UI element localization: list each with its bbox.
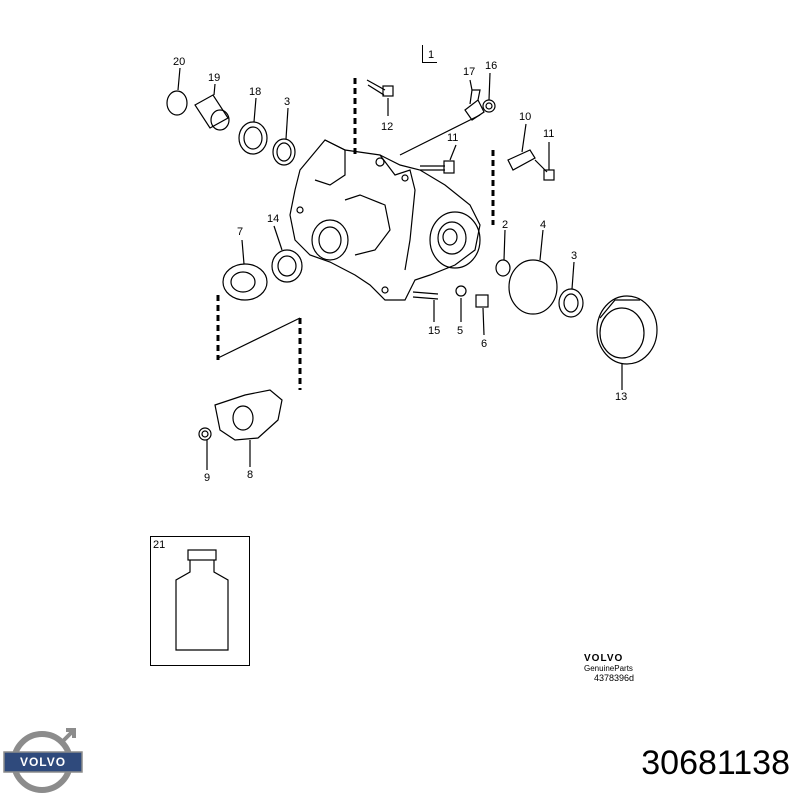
- differential-housing: [289, 139, 481, 301]
- gasket-4: [508, 259, 558, 315]
- oring-2: [495, 259, 511, 277]
- callout-15: 15: [428, 325, 441, 337]
- oil-bottle-21: [175, 557, 229, 651]
- oring-3b: [558, 288, 584, 318]
- nut-9: [198, 427, 212, 441]
- callout-6: 6: [481, 338, 488, 350]
- seal-18: [238, 121, 268, 155]
- inset-box-21: [150, 536, 250, 666]
- nut-16: [482, 99, 496, 113]
- callout-11a: 11: [447, 132, 459, 144]
- snap-ring-20: [166, 90, 188, 116]
- reference-number: 1: [428, 49, 435, 61]
- cover-13: [596, 295, 658, 365]
- reference-box: [422, 45, 437, 63]
- callout-13: 13: [615, 391, 628, 403]
- callout-4: 4: [540, 219, 547, 231]
- oring-14: [271, 249, 303, 283]
- callout-2: 2: [502, 219, 509, 231]
- callout-16: 16: [485, 60, 498, 72]
- callout-9: 9: [204, 472, 211, 484]
- volvo-logo: [3, 728, 83, 793]
- sleeve-19: [194, 94, 229, 129]
- callout-21: 21: [153, 539, 166, 551]
- genuine-parts-block: VOLVO GenuineParts 4378396d: [584, 653, 650, 683]
- callout-20: 20: [173, 56, 186, 68]
- drawing-code: 4378396d: [594, 673, 635, 683]
- part-number: 30681138: [641, 744, 790, 782]
- callout-7: 7: [237, 226, 244, 238]
- callout-14: 14: [267, 213, 280, 225]
- brand-name: VOLVO: [584, 653, 624, 664]
- flange-8: [214, 389, 283, 441]
- screw-11a: [420, 165, 445, 171]
- logo-text: VOLVO: [19, 755, 67, 769]
- bolt-15: [412, 291, 439, 300]
- seal-7: [222, 263, 268, 301]
- callout-3a: 3: [284, 96, 291, 108]
- callout-18: 18: [249, 86, 262, 98]
- callout-17: 17: [463, 66, 476, 78]
- callout-3b: 3: [571, 250, 578, 262]
- callout-12: 12: [381, 121, 394, 133]
- callout-8: 8: [247, 469, 254, 481]
- brand-subtitle: GenuineParts: [584, 664, 633, 673]
- bolt-12: [366, 79, 386, 96]
- oring-3a: [272, 138, 296, 166]
- washer-5: [455, 285, 467, 297]
- callout-11b: 11: [543, 128, 555, 140]
- bolt-6: [475, 294, 489, 308]
- callout-10: 10: [519, 111, 532, 123]
- bracket-10: [507, 149, 536, 171]
- plug-17: [464, 99, 485, 121]
- callout-19: 19: [208, 72, 221, 84]
- callout-5: 5: [457, 325, 464, 337]
